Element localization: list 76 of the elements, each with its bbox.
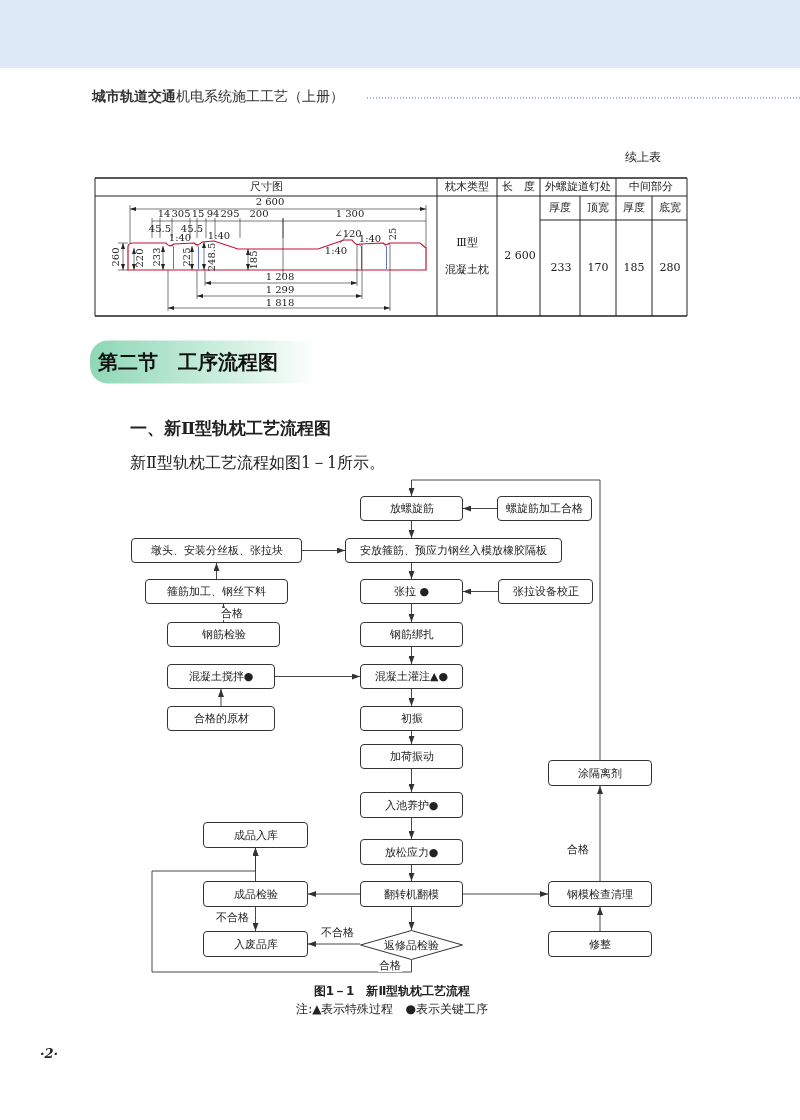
process-box: 成品检验	[203, 881, 308, 907]
running-header: 城市轨道交通机电系统施工工艺（上册）	[92, 88, 344, 106]
table-cell: 2 600	[504, 249, 536, 263]
process-box: 入废品库	[203, 931, 308, 957]
dimension-value: 225	[181, 247, 193, 267]
table-header-cell: 外螺旋道钉处	[545, 180, 611, 194]
process-box: 合格的原材	[167, 706, 275, 731]
process-box: 混凝土搅拌●	[167, 664, 275, 689]
table-header-cell: 尺寸图	[249, 180, 283, 194]
decision-diamond: 返修品检验	[360, 930, 463, 960]
process-box: 钢筋绑扎	[360, 622, 463, 647]
dimension-value: 1 299	[265, 284, 295, 296]
edge-label: 不合格	[214, 911, 250, 925]
dimension-value: 14	[157, 208, 171, 220]
edge-label: 合格	[566, 843, 590, 857]
dimension-value: 220	[134, 248, 146, 268]
table-header-cell: 顶宽	[587, 201, 609, 215]
dimension-value: 185	[248, 250, 260, 270]
dimension-value: 2 600	[255, 196, 285, 208]
dimension-value: 1 208	[265, 271, 295, 283]
table-cell: Ⅲ型	[456, 236, 478, 250]
dimension-value: ∠120	[334, 228, 362, 240]
table-header-cell: 厚度	[623, 201, 645, 215]
table-cell: 233	[550, 261, 572, 275]
table-header-cell: 枕木类型	[445, 180, 489, 194]
dimension-value: 15	[191, 208, 205, 220]
table-header-cell: 中间部分	[629, 180, 673, 194]
table-header-cell: 长 度	[501, 180, 535, 194]
dimension-value: 1 818	[265, 297, 295, 309]
table-cell: 170	[587, 261, 609, 275]
process-box: 加荷振动	[360, 744, 463, 769]
table-header-cell: 厚度	[549, 201, 571, 215]
process-box: 安放箍筋、预应力钢丝入模放橡胶隔板	[345, 538, 562, 563]
table-cell: 混凝土枕	[445, 263, 489, 277]
process-box: 入池养护●	[360, 792, 463, 818]
process-box: 放螺旋筋	[360, 496, 463, 521]
dimension-value: 1:40	[207, 230, 231, 242]
process-box: 钢筋检验	[167, 622, 280, 647]
process-box: 成品入库	[203, 822, 308, 848]
process-box: 修整	[548, 931, 652, 957]
process-box: 张拉设备校正	[498, 579, 593, 604]
process-box: 涂隔离剂	[548, 760, 652, 786]
dimension-value: 1 300	[335, 208, 365, 220]
edge-label: 不合格	[319, 926, 355, 940]
dimension-value: 45.5	[180, 223, 204, 235]
process-box: 初振	[360, 706, 463, 731]
table-note: 续上表	[625, 151, 661, 165]
dimension-value: 1:40	[168, 232, 192, 244]
process-box: 钢模检查清理	[548, 881, 652, 907]
dimension-value: 248.5	[206, 242, 218, 272]
table-header-cell: 底宽	[659, 201, 681, 215]
table-cell: 185	[623, 261, 645, 275]
dimension-value: 233	[151, 247, 163, 267]
edge-label: 合格	[220, 607, 244, 621]
dimension-value: 45.5	[148, 223, 172, 235]
page-number: ·2·	[40, 1045, 59, 1061]
table-cell: 280	[659, 261, 681, 275]
body-text: 新Ⅱ型轨枕工艺流程如图1－1所示。	[130, 453, 386, 473]
figure-note: 注:▲表示特殊过程 ●表示关键工序	[296, 1003, 488, 1017]
dimension-value: 305	[171, 208, 191, 220]
dimension-value: 94	[206, 208, 220, 220]
process-box: 墩头、安装分丝板、张拉块	[131, 538, 302, 563]
dimension-value: 260	[110, 247, 122, 267]
process-box: 张拉 ●	[360, 579, 463, 604]
process-box: 放松应力●	[360, 839, 463, 865]
dimension-value: 25	[387, 227, 399, 241]
dimension-value: 295	[220, 208, 240, 220]
process-box: 箍筋加工、钢丝下料	[145, 579, 288, 604]
subsection-heading: 一、新Ⅱ型轨枕工艺流程图	[130, 416, 332, 440]
edge-label: 合格	[378, 959, 402, 973]
process-box: 混凝土灌注▲●	[360, 664, 463, 689]
dimension-value: 200	[249, 208, 269, 220]
figure-caption: 图1－1 新Ⅱ型轨枕工艺流程	[313, 982, 471, 1000]
dimension-value: 1:40	[324, 245, 348, 257]
process-box: 翻转机翻模	[360, 881, 463, 907]
process-box: 螺旋筋加工合格	[497, 496, 592, 521]
